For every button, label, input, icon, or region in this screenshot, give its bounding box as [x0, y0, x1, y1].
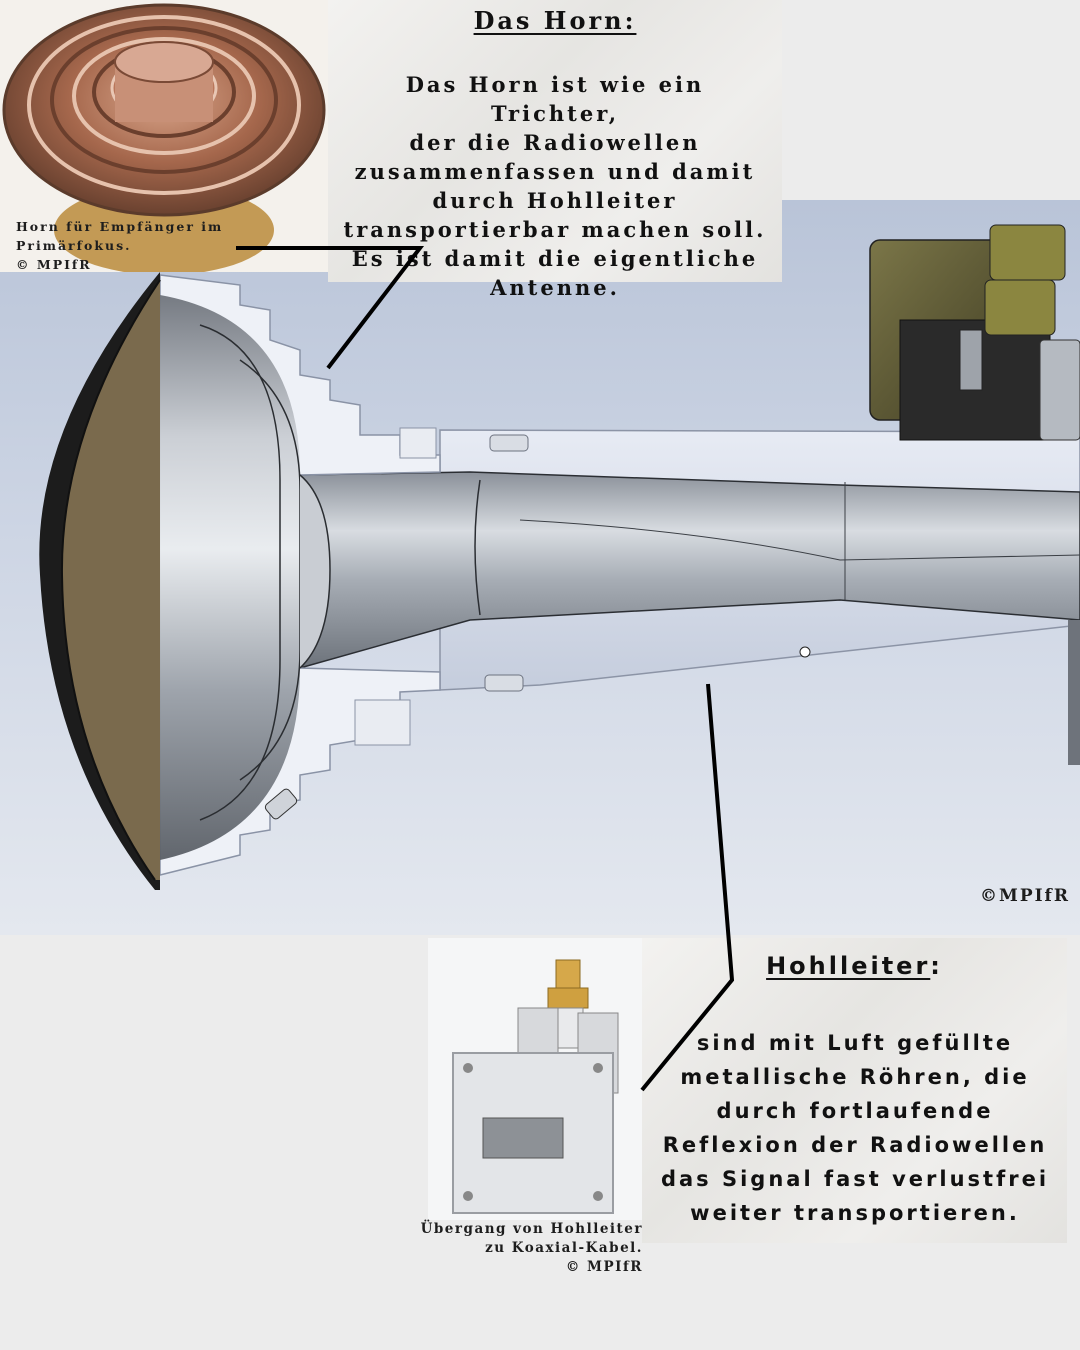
waveguide-title-text: Hohlleiter: [766, 952, 931, 980]
horn-cutaway-drawing: [39, 224, 1080, 890]
render-copyright: ©MPIfR: [980, 886, 1070, 906]
waveguide-title: Hohlleiter:: [642, 952, 1067, 980]
waveguide-text-panel: [642, 938, 1067, 1243]
corrugated-horn-photo-drawing: [0, 0, 328, 272]
horn-render-image: [0, 200, 1080, 935]
waveguide-description: sind mit Luft gefüllte metallische Röhre…: [660, 1031, 1050, 1225]
waveguide-photo-caption: Übergang von Hohlleiter zu Koaxial-Kabel…: [420, 1221, 643, 1275]
waveguide-adapter-photo: [428, 938, 642, 1220]
waveguide-callout-line: [640, 683, 735, 1092]
waveguide-adapter-drawing: [428, 938, 642, 1220]
horn-photo: [0, 0, 328, 272]
horn-title: Das Horn:: [473, 6, 637, 35]
horn-callout-line: [236, 246, 425, 370]
waveguide-title-colon: :: [930, 952, 943, 980]
horn-description: Das Horn ist wie ein Trichter, der die R…: [343, 72, 767, 300]
horn-photo-caption: Horn für Empfänger im Primärfokus. © MPI…: [16, 219, 224, 272]
horn-text-panel: [328, 0, 782, 282]
